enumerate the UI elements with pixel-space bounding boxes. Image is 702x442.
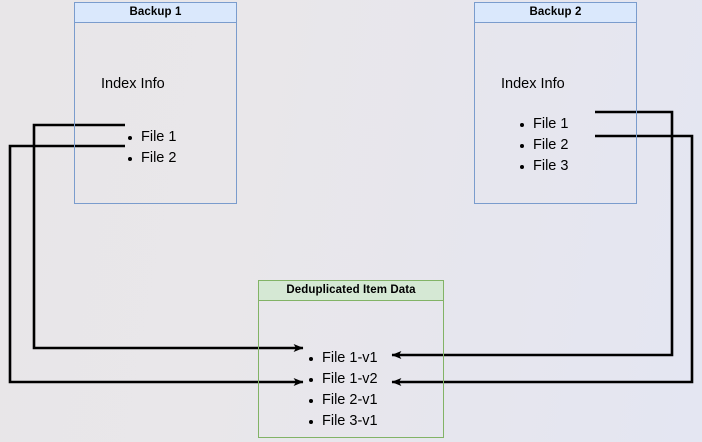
list-item: File 2 [518, 135, 568, 156]
list-item: File 2-v1 [307, 390, 378, 411]
list-item: File 1 [126, 127, 176, 148]
list-item: File 3-v1 [307, 411, 378, 432]
list-item: File 3 [518, 156, 568, 177]
list-item: File 1-v2 [307, 369, 378, 390]
node-deduplicated-item-data[interactable]: Deduplicated Item Data File 1-v1 File 1-… [258, 280, 444, 438]
backup-2-file-list: File 1 File 2 File 3 [518, 114, 568, 177]
edge-backup2-file2-to-file2v1 [391, 134, 694, 386]
node-backup-1[interactable]: Backup 1 Index Info File 1 File 2 [74, 2, 237, 204]
node-dedup-header: Deduplicated Item Data [258, 280, 444, 301]
node-backup-2[interactable]: Backup 2 Index Info File 1 File 2 File 3 [474, 2, 637, 204]
node-backup-2-header: Backup 2 [474, 2, 637, 23]
edge-backup1-file2-to-file2v1 [8, 144, 304, 386]
node-backup-2-body: Index Info File 1 File 2 File 3 [474, 23, 637, 204]
backup-2-index-info-label: Index Info [501, 76, 565, 92]
node-dedup-body: File 1-v1 File 1-v2 File 2-v1 File 3-v1 [258, 301, 444, 438]
backup-1-file-list: File 1 File 2 [126, 127, 176, 169]
node-backup-1-header: Backup 1 [74, 2, 237, 23]
list-item: File 1 [518, 114, 568, 135]
edge-backup2-file1-to-file1v2 [391, 110, 674, 359]
backup-1-index-info-label: Index Info [101, 76, 165, 92]
dedup-file-list: File 1-v1 File 1-v2 File 2-v1 File 3-v1 [307, 348, 378, 432]
edge-backup1-file1-to-file1v1 [32, 123, 304, 352]
node-backup-1-body: Index Info File 1 File 2 [74, 23, 237, 204]
list-item: File 2 [126, 148, 176, 169]
list-item: File 1-v1 [307, 348, 378, 369]
